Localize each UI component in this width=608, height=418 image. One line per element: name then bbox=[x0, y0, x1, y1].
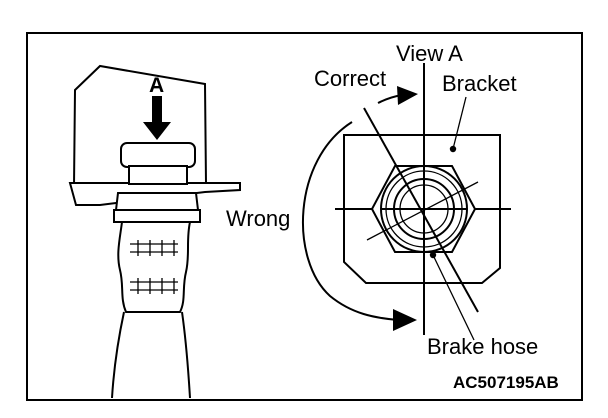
view-arrow-label: A bbox=[149, 74, 164, 97]
view-title: View A bbox=[396, 41, 463, 66]
alignment-tick bbox=[366, 181, 479, 241]
figure-code: AC507195AB bbox=[453, 373, 559, 392]
figure-frame bbox=[26, 32, 583, 401]
bracket-label: Bracket bbox=[442, 71, 517, 96]
fitting-cap bbox=[120, 142, 196, 168]
correct-label: Correct bbox=[314, 66, 386, 91]
view-a-arrow bbox=[143, 96, 171, 140]
bracket-leader bbox=[452, 96, 467, 150]
side-view: A bbox=[68, 64, 241, 399]
bracket-outline bbox=[343, 134, 501, 284]
hose-sleeve bbox=[117, 221, 192, 313]
wrong-arrowhead bbox=[393, 309, 417, 331]
hose-direction-line bbox=[363, 107, 479, 313]
nut-collar bbox=[113, 209, 201, 223]
brake-hose-leader bbox=[432, 254, 475, 341]
hose-body bbox=[111, 311, 125, 399]
fitting-neck bbox=[128, 165, 188, 185]
view-a: View A Correct Bracket Wrong Brake hose bbox=[226, 41, 538, 359]
crimp-marks bbox=[130, 240, 178, 294]
hose-body-right bbox=[181, 311, 191, 399]
brake-hose-label: Brake hose bbox=[427, 334, 538, 359]
correct-arrowhead bbox=[397, 86, 418, 105]
hex-nut bbox=[114, 192, 200, 211]
wrong-label: Wrong bbox=[226, 206, 290, 231]
wrong-arc bbox=[302, 121, 399, 321]
